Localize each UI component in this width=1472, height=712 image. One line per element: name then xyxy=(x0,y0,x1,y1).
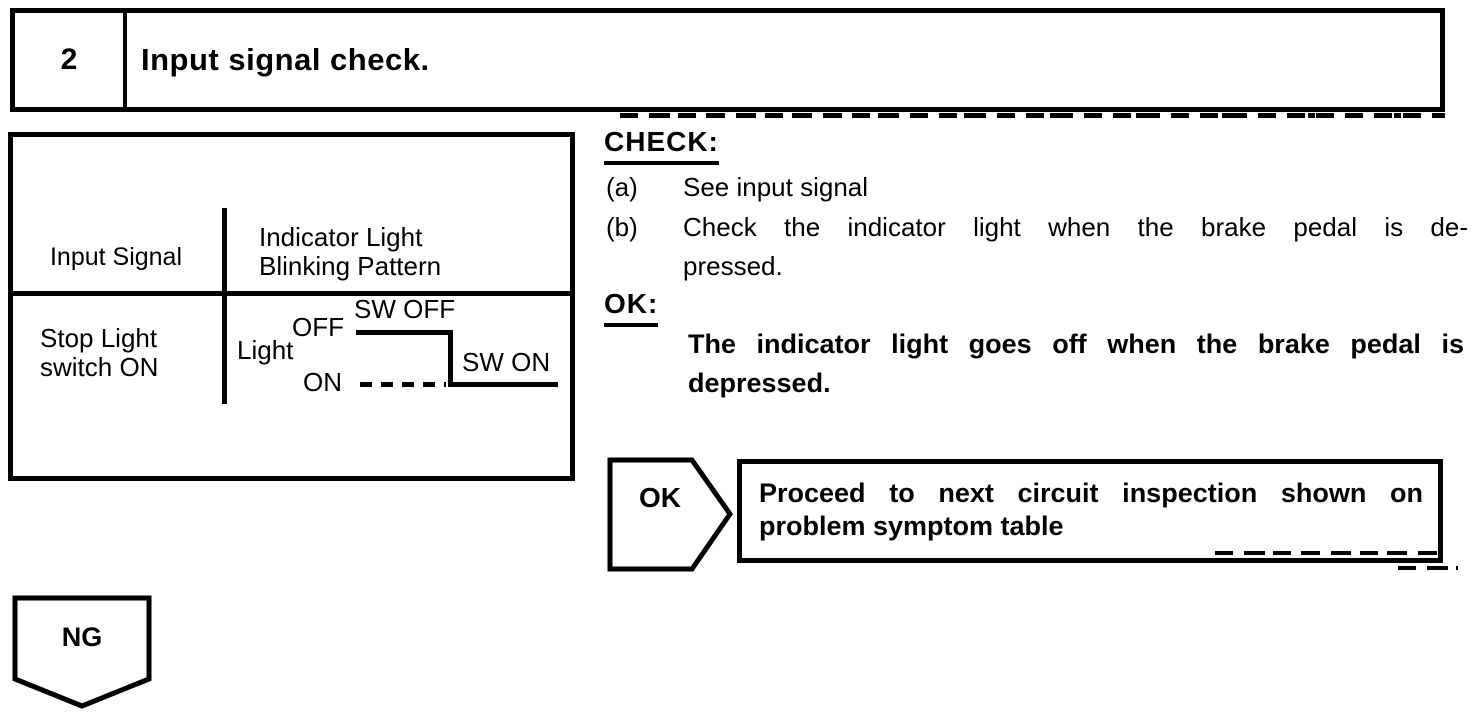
diagram-light-label: Light xyxy=(237,335,294,365)
table-column-divider xyxy=(222,208,227,404)
diagram-step-edge-line xyxy=(448,330,453,387)
scan-artifact-line-box-bottom xyxy=(1398,566,1458,570)
ok-heading: OK: xyxy=(604,288,659,327)
column-header-blinking-pattern: Indicator Light Blinking Pattern xyxy=(259,223,441,281)
ok-result-line2: depressed. xyxy=(688,368,831,398)
diagram-sw-on-label: SW ON xyxy=(462,347,551,377)
step-title: Input signal check. xyxy=(141,42,430,77)
diagram-on-dashed-line xyxy=(360,382,446,387)
table-row-divider xyxy=(8,291,575,296)
ng-connector-label: NG xyxy=(61,622,103,652)
row-label-line1: Stop Light xyxy=(40,323,158,353)
diagram-sw-off-label: SW OFF xyxy=(354,294,456,324)
ok-result-line1: The indicator light goes off when the br… xyxy=(688,329,1464,359)
ok-connector-shape xyxy=(607,457,734,572)
check-item-b-text-line1: Check the indicator light when the brake… xyxy=(683,212,1468,242)
proceed-text: Proceed to next circuit inspection shown… xyxy=(759,477,1423,543)
diagram-off-level-line xyxy=(356,330,453,335)
row-label-line2: switch ON xyxy=(40,352,159,382)
row-label-stop-light-switch: Stop Light switch ON xyxy=(40,324,158,382)
scan-artifact-line-box-top xyxy=(1215,551,1443,555)
proceed-instruction-box: Proceed to next circuit inspection shown… xyxy=(737,459,1443,563)
diagram-on-label: ON xyxy=(303,367,342,397)
proceed-text-line1: Proceed to next circuit inspection shown… xyxy=(759,478,1423,508)
scan-artifact-line-top xyxy=(620,113,1445,118)
proceed-text-line2: problem symptom table xyxy=(759,511,1064,541)
column-header-line2: Blinking Pattern xyxy=(259,251,442,281)
check-item-b-marker: (b) xyxy=(606,212,638,242)
diagram-on-level-line xyxy=(448,382,558,387)
check-heading: CHECK: xyxy=(604,126,719,165)
input-signal-table-box: Input Signal Indicator Light Blinking Pa… xyxy=(8,132,575,481)
check-item-a-text: See input signal xyxy=(683,172,869,202)
ok-connector-label: OK xyxy=(639,482,681,513)
step-number: 2 xyxy=(60,43,78,76)
check-item-a-marker: (a) xyxy=(606,172,638,202)
ng-connector-shape xyxy=(12,595,152,709)
diagram-off-label: OFF xyxy=(292,312,344,342)
step-number-cell: 2 xyxy=(15,13,127,107)
step-header-box: 2 Input signal check. xyxy=(10,8,1445,112)
column-header-line1: Indicator Light xyxy=(259,222,423,252)
check-item-b-text-line2: pressed. xyxy=(683,251,783,281)
column-header-input-signal: Input Signal xyxy=(49,243,183,271)
